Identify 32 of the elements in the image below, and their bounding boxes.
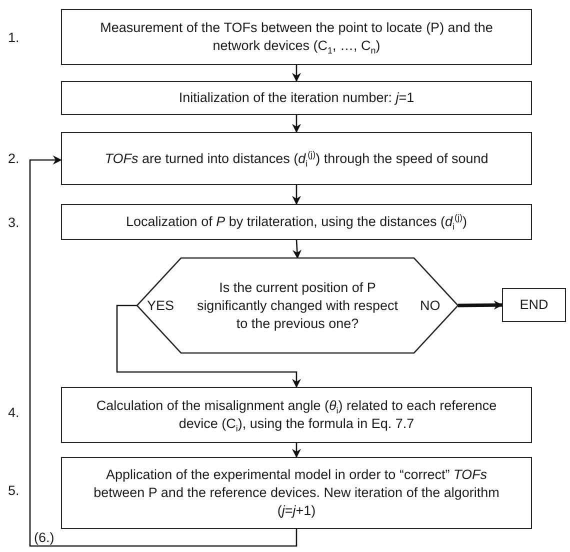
node-text: Application of the experimental model in order to “correct” TOFs between P and the reference devices. New iteration of the algorithm (j=j+1) xyxy=(92,466,500,520)
node-text: TOFs are turned into distances (d$_{i}$$^{(j)}$) through the speed of sound xyxy=(104,150,488,168)
node-text: Initialization of the iteration number: j=1 xyxy=(178,89,414,107)
arrow xyxy=(458,300,503,310)
process-box xyxy=(61,132,532,185)
arrow xyxy=(292,185,301,205)
node-text: Localization of P by trilateration, using the distances (d$_{i}$$^{(j)}$) xyxy=(126,213,467,231)
node-text: END xyxy=(520,296,548,314)
process-box xyxy=(61,81,532,115)
node-text: Calculation of the misalignment angle (θ$_{i}$) related to each reference device (C$_{i}$), using the formula in Eq. 7.7 xyxy=(95,397,498,433)
decision-hexagon xyxy=(137,258,458,353)
node-text: Is the current position of P significantly changed with respect to the previous one? xyxy=(196,278,400,332)
step-number: 5. xyxy=(8,483,20,498)
arrow xyxy=(292,240,302,259)
process-box xyxy=(61,9,532,65)
step-number: (6.) xyxy=(34,530,54,545)
arrow xyxy=(29,156,298,547)
step-number: 3. xyxy=(8,215,20,230)
process-box xyxy=(61,387,532,443)
arrow xyxy=(292,115,301,133)
step-number: 4. xyxy=(8,405,20,420)
arrow xyxy=(292,65,301,82)
edge-label: NO xyxy=(420,298,440,314)
arrow xyxy=(292,443,301,458)
process-box xyxy=(61,457,532,529)
step-number: 2. xyxy=(8,151,20,166)
node-text: Measurement of the TOFs between the point to locate (P) and the network devices (C$_{1}$, …, C$_{n}$) xyxy=(99,19,494,55)
process-box xyxy=(502,288,566,322)
arrow xyxy=(116,304,301,388)
step-number: 1. xyxy=(8,30,20,45)
edge-label: YES xyxy=(147,298,174,314)
process-box xyxy=(61,204,532,240)
